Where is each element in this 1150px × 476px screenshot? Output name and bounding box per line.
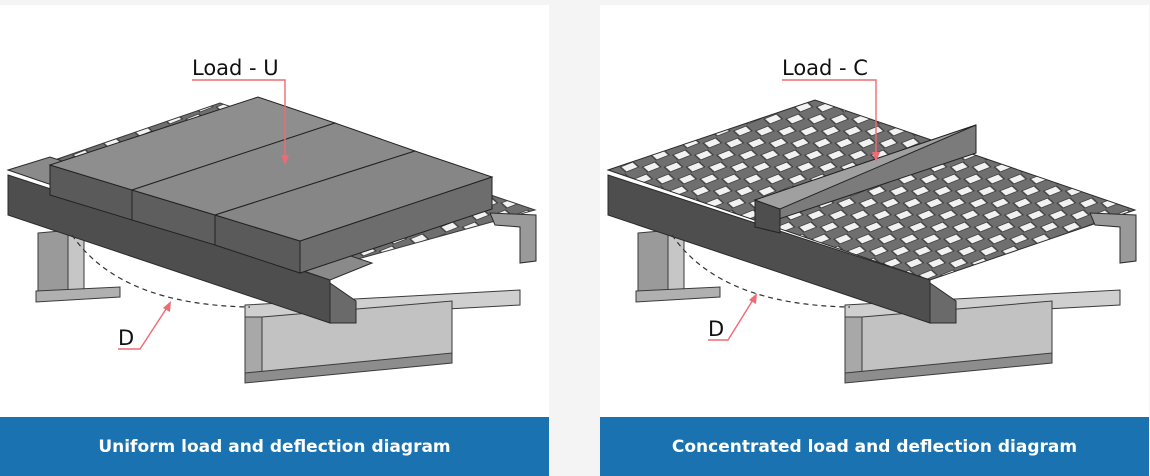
concentrated-load-caption: Concentrated load and deflection diagram <box>600 417 1149 476</box>
deflection-curve <box>671 234 851 308</box>
load-label: Load - C <box>782 56 868 80</box>
deflection-leader-line <box>708 294 757 341</box>
uniform-load-panel: Load - U D Uniform load and deflection d… <box>0 5 549 476</box>
deflection-label: D <box>708 317 724 341</box>
support-channel-back <box>35 226 121 303</box>
uniform-load-caption: Uniform load and deflection diagram <box>0 417 549 476</box>
load-leader-line <box>192 79 286 163</box>
grating-mesh <box>606 99 1137 281</box>
load-leader-arrow <box>281 155 289 165</box>
deflection-leader-line <box>118 302 171 350</box>
concentrated-load-panel: Load - C D Concentrated load and deflect… <box>600 5 1149 476</box>
deflection-leader-arrow <box>749 293 757 304</box>
concentrated-load-bar <box>753 124 977 234</box>
concentrated-load-diagram: Load - C D <box>606 56 1137 384</box>
uniform-load-slabs <box>48 96 494 274</box>
deflection-leader-arrow <box>163 301 171 312</box>
deflection-label: D <box>118 326 134 350</box>
grating-side-rail <box>607 174 1137 324</box>
load-leader-arrow <box>872 152 880 162</box>
load-label: Load - U <box>192 56 279 80</box>
deflection-curve <box>71 234 251 308</box>
load-leader-line <box>782 79 877 160</box>
uniform-load-diagram: Load - U D <box>6 56 537 384</box>
